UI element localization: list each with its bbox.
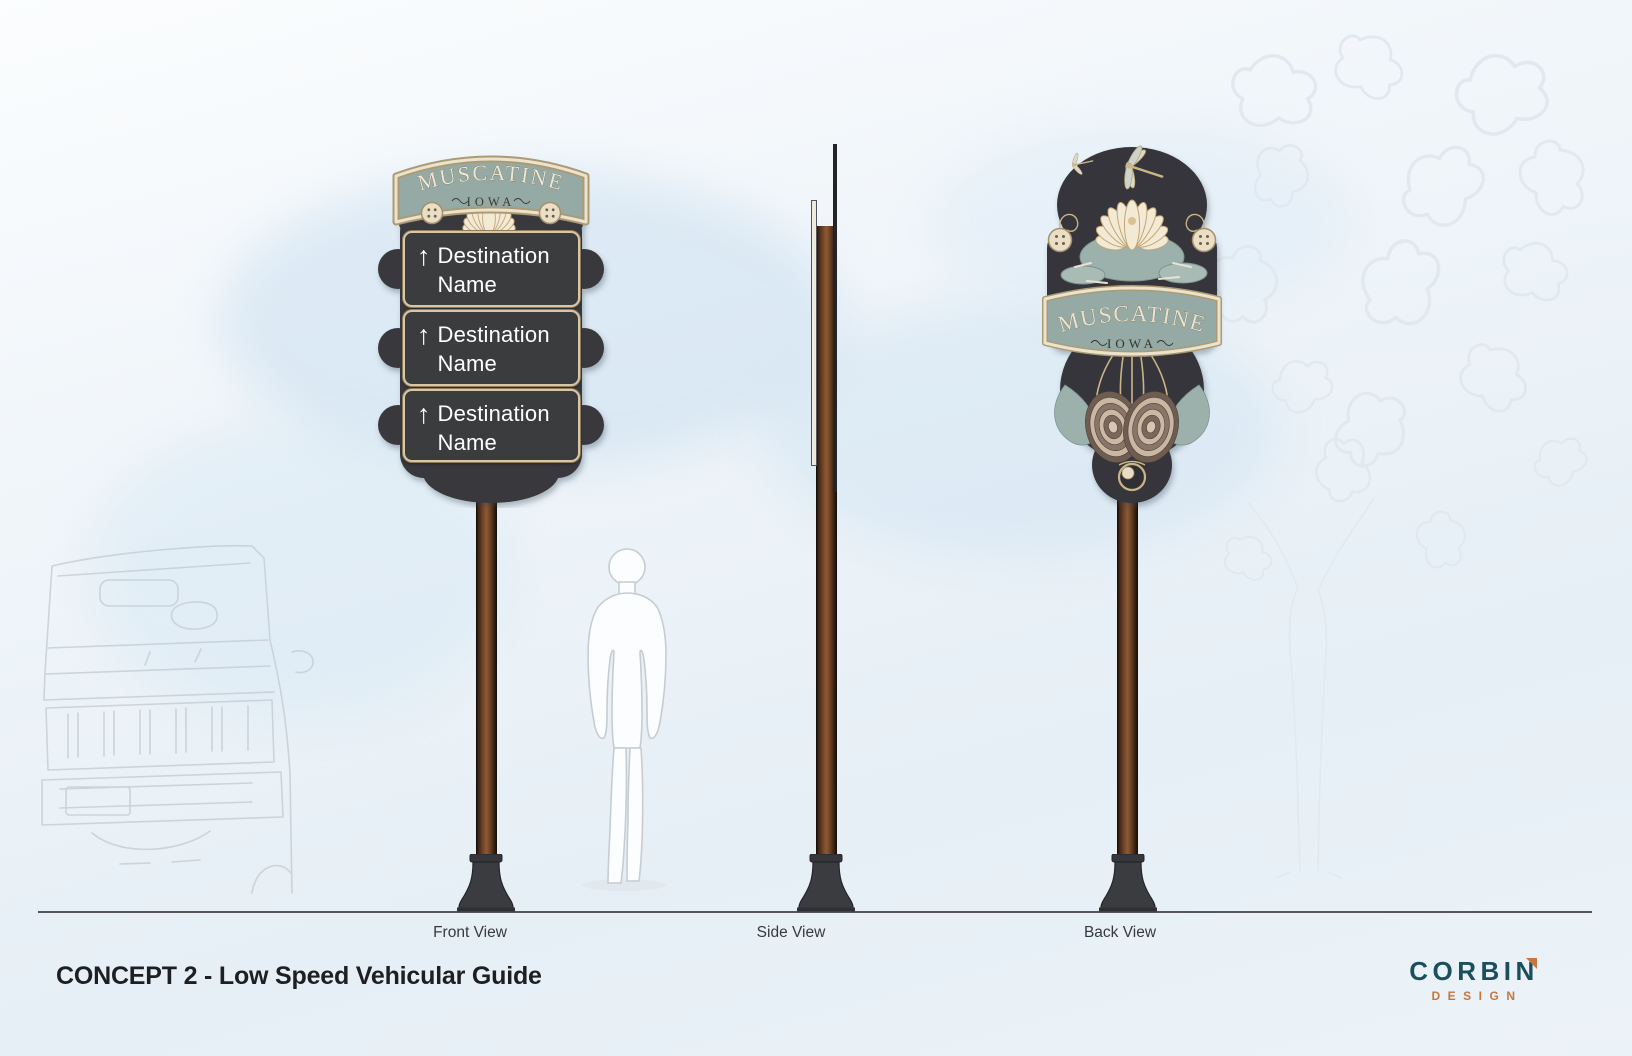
pearl-button-icon xyxy=(1047,213,1079,253)
destination-panel: ↑ Destination Name xyxy=(403,231,580,307)
destination-panel: ↑ Destination Name xyxy=(403,310,580,386)
back-banner-subtitle: IOWA xyxy=(1107,336,1157,351)
back-sign-post xyxy=(1117,458,1138,856)
figure-shadow xyxy=(582,879,666,891)
banner-flourish xyxy=(1090,340,1174,346)
direction-arrow-icon: ↑ xyxy=(417,241,431,271)
pearl-button-icon xyxy=(1185,213,1217,253)
direction-arrow-icon: ↑ xyxy=(417,399,431,429)
back-sign: MUSCATINE IOWA xyxy=(1042,145,1222,503)
side-view-base xyxy=(797,854,855,912)
front-banner-subtitle: IOWA xyxy=(467,195,516,209)
destination-line1: Destination xyxy=(437,322,550,347)
destination-line2: Name xyxy=(437,350,497,376)
human-silhouette xyxy=(582,548,667,891)
destination-line1: Destination xyxy=(437,243,550,268)
destination-text: Destination Name xyxy=(438,242,550,299)
dragonfly-icon xyxy=(1071,152,1094,175)
front-sign-base xyxy=(457,854,515,912)
side-view-label: Side View xyxy=(756,924,826,941)
back-sign-banner: MUSCATINE IOWA xyxy=(1042,285,1222,357)
destination-line2: Name xyxy=(437,271,497,297)
board-title: CONCEPT 2 - Low Speed Vehicular Guide xyxy=(56,962,542,990)
tree-outline-sketch xyxy=(1205,21,1601,879)
destination-panel: ↑ Destination Name xyxy=(403,389,580,462)
side-view-sign-edge xyxy=(833,144,837,492)
direction-arrow-icon: ↑ xyxy=(417,320,431,350)
back-view-label: Back View xyxy=(1083,924,1157,941)
front-view-label: Front View xyxy=(433,924,507,941)
car-outline-sketch xyxy=(41,544,314,894)
destination-line2: Name xyxy=(437,429,497,455)
destination-line1: Destination xyxy=(437,401,550,426)
corbin-logo: CORBIN DESIGN xyxy=(1394,956,1554,1003)
front-sign-post xyxy=(476,438,497,856)
pearl-button-icon xyxy=(420,201,444,225)
ground-line xyxy=(38,911,1592,913)
side-view-panel-edge xyxy=(811,200,817,466)
logo-notch-icon xyxy=(1525,958,1537,969)
pearl-button-icon xyxy=(538,201,562,225)
lotus-icon xyxy=(1095,199,1169,251)
dragonfly-icon xyxy=(1124,145,1164,190)
back-sign-base xyxy=(1099,854,1157,912)
mussel-shell-icon xyxy=(1123,391,1179,463)
pearl-ornament-icon xyxy=(1117,460,1147,492)
destination-text: Destination Name xyxy=(438,321,550,378)
logo-wordmark: CORBIN xyxy=(1409,956,1539,987)
destination-text: Destination Name xyxy=(437,400,550,455)
logo-tagline: DESIGN xyxy=(1431,989,1523,1003)
logo-wordmark-text: CORBIN xyxy=(1409,956,1539,986)
